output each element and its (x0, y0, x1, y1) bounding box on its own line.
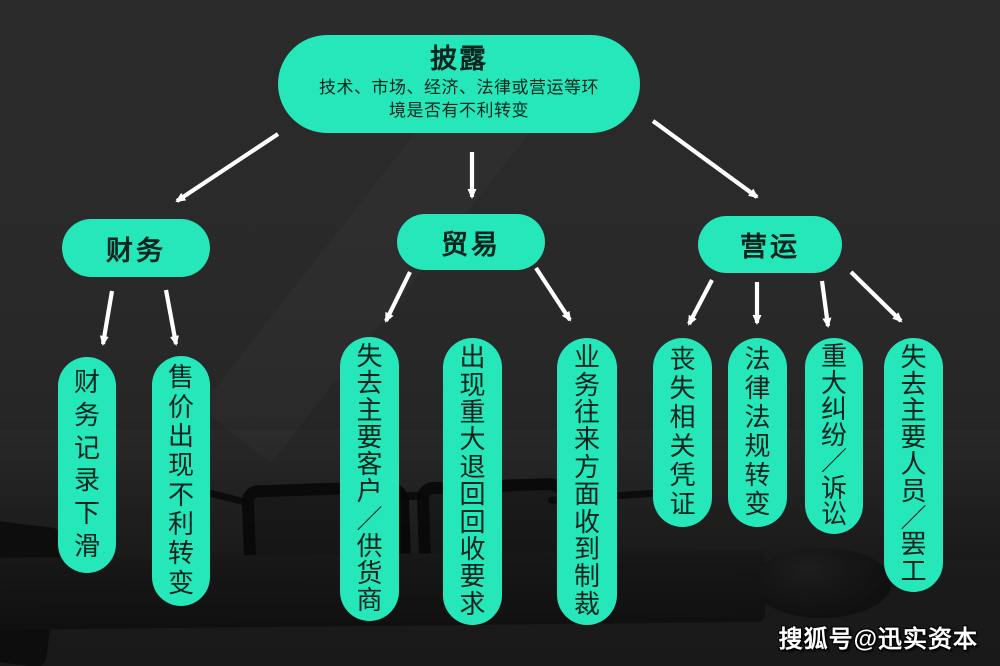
pill-char: 方 (573, 452, 600, 482)
pill-char: 转 (744, 461, 771, 490)
pill-char: 法 (744, 403, 771, 432)
leaf-lose-major-customers-suppliers: 失去主要客户／供货商 (340, 337, 399, 621)
pill-char: 丧 (669, 345, 696, 374)
pill-char: 变 (744, 490, 771, 519)
pill-char: 失 (900, 342, 927, 372)
branch-label-trade: 贸易 (441, 229, 501, 260)
pill-char: 现 (459, 370, 486, 400)
pill-char: 失 (356, 342, 383, 372)
glasses-bridge (384, 492, 424, 500)
pill-char: 法 (744, 345, 771, 374)
pill-char: 重 (459, 398, 486, 428)
leaf-loss-of-key-personnel-strike: 失去主要人员／罢工 (884, 338, 943, 592)
pill-char: 货 (356, 558, 383, 588)
pill-char: 不 (167, 480, 194, 510)
pill-char: ／ (900, 503, 927, 533)
pill-char: 价 (167, 392, 194, 422)
pill-char: ／ (356, 504, 383, 534)
pill-char: 录 (73, 466, 100, 496)
pill-char: 主 (900, 396, 927, 426)
pill-char: 大 (820, 368, 847, 398)
pill-char: 转 (167, 539, 194, 569)
pill-char: 规 (744, 432, 771, 461)
root-title: 披露 (430, 43, 488, 74)
pill-char: 业 (573, 343, 600, 373)
pill-char: 退 (459, 452, 486, 482)
leaf-price-adverse-change: 售价出现不利转变 (152, 356, 210, 606)
pill-char: 诉 (820, 473, 847, 503)
leaf-finance-records-decline: 财务记录下滑 (58, 357, 116, 573)
pill-char: 关 (669, 432, 696, 461)
pill-char: 凭 (669, 461, 696, 490)
leaf-major-returns-recalls: 出现重大退回回收要求 (443, 338, 502, 625)
pill-char: 回 (459, 507, 486, 537)
pill-char: 纠 (820, 394, 847, 424)
pill-char: 往 (573, 398, 600, 428)
pill-char: 讼 (820, 499, 847, 529)
pill-char: 失 (669, 374, 696, 403)
pill-char: 要 (356, 423, 383, 453)
pill-char: ／ (820, 447, 847, 477)
pill-char: 去 (900, 369, 927, 399)
pill-char: 要 (459, 562, 486, 592)
pill-char: 大 (459, 425, 486, 455)
pill-char: 客 (356, 450, 383, 480)
pill-char: 来 (573, 425, 600, 455)
root-node-disclosure: 披露 技术、市场、经济、法律或营运等环境是否有不利转变 (278, 35, 640, 133)
pill-char: 罢 (900, 530, 927, 560)
pill-char: 滑 (73, 532, 100, 562)
pill-char: 记 (73, 433, 100, 463)
pill-char: 下 (73, 499, 100, 529)
pill-char: 制 (573, 562, 600, 592)
branch-label-finance: 财务 (106, 235, 166, 266)
pill-char: 变 (167, 568, 194, 598)
pill-char: 供 (356, 531, 383, 561)
watermark-text: 搜狐号@迅实资本 (778, 626, 978, 653)
pill-char: 利 (167, 509, 194, 539)
branch-node-operations: 营运 (698, 216, 842, 273)
branch-node-trade: 贸易 (397, 214, 545, 270)
pill-char: 到 (573, 534, 600, 564)
pill-char: 去 (356, 369, 383, 399)
leaf-legal-regulation-change: 法律法规转变 (728, 338, 787, 527)
pill-char: 户 (356, 477, 383, 507)
pill-char: 人 (900, 449, 927, 479)
pill-char: 律 (744, 374, 771, 403)
pill-char: 务 (573, 370, 600, 400)
pill-char: 裁 (573, 589, 600, 619)
pill-char: 财 (73, 367, 100, 397)
pill-char: 回 (459, 480, 486, 510)
pill-char: 相 (669, 403, 696, 432)
pill-char: 面 (573, 480, 600, 510)
branch-node-finance: 财务 (62, 219, 210, 277)
pill-char: 收 (459, 534, 486, 564)
pill-char: 商 (356, 585, 383, 615)
pill-char: 员 (900, 476, 927, 506)
pill-char: 主 (356, 396, 383, 426)
leaf-business-sanctions: 业务往来方面收到制裁 (557, 338, 617, 625)
pill-char: 纷 (820, 421, 847, 450)
pill-char: 出 (167, 421, 194, 451)
pill-char: 售 (167, 363, 194, 393)
leaf-loss-of-vouchers: 丧失相关凭证 (653, 338, 712, 527)
pill-char: 出 (459, 343, 486, 373)
mouse-silhouette (752, 548, 892, 618)
pill-char: 工 (900, 557, 927, 587)
pill-char: 务 (73, 400, 100, 430)
pill-char: 现 (167, 451, 194, 481)
pill-char: 要 (900, 423, 927, 453)
root-subtitle: 技术、市场、经济、法律或营运等环境是否有不利转变 (319, 78, 599, 121)
pill-char: 求 (459, 589, 486, 619)
branch-label-operations: 营运 (740, 232, 800, 262)
pill-char: 收 (573, 507, 600, 537)
pill-char: 证 (669, 490, 696, 519)
leaf-major-disputes-litigation: 重大纠纷／诉讼 (805, 338, 863, 534)
pill-char: 重 (820, 342, 847, 372)
